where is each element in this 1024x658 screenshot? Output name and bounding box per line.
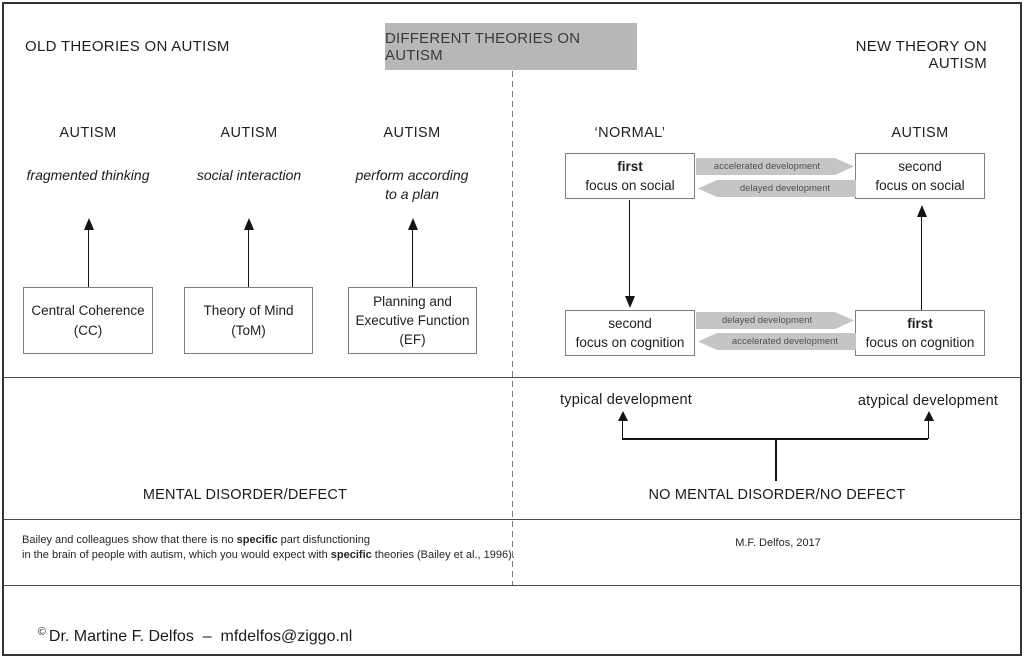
box-first-focus-cognition-line2: focus on cognition	[865, 335, 975, 350]
mental-disorder-label: MENTAL DISORDER/DEFECT	[142, 487, 348, 503]
old-col3-descriptor-line1: perform according	[355, 167, 469, 183]
box-second-focus-social-line2: focus on social	[875, 178, 965, 193]
copyright-symbol: ©	[37, 626, 46, 638]
different-theories-heading: DIFFERENT THEORIES ON AUTISM	[385, 29, 581, 64]
box-theory-of-mind: Theory of Mind (ToM)	[184, 287, 313, 354]
arrow-accelerated-development-cognition: accelerated development	[698, 333, 856, 350]
box-first-focus-cognition-line1: first	[907, 315, 933, 331]
box-first-focus-social-line1: first	[617, 158, 643, 174]
section-divider-1	[3, 377, 1021, 378]
box-second-focus-cognition: second focus on cognition	[565, 310, 695, 356]
box-second-focus-cognition-line1: second	[608, 315, 652, 331]
old-col2-descriptor: social interaction	[196, 167, 302, 183]
arrow-up-theory-of-mind	[242, 218, 255, 287]
box-executive-function-line1: Planning and	[373, 294, 452, 309]
box-first-focus-social: first focus on social	[565, 153, 695, 199]
old-col3-autism-heading: AUTISM	[383, 125, 441, 141]
box-second-focus-social-line1: second	[898, 158, 942, 174]
arrow-delayed-development-social: delayed development	[698, 180, 856, 197]
arrow-up-atypical	[922, 411, 935, 439]
copyright-text: Dr. Martine F. Delfos – mfdelfos@ziggo.n…	[48, 628, 353, 645]
section-divider-2	[3, 519, 1021, 520]
box-theory-of-mind-line1: Theory of Mind	[203, 302, 294, 318]
old-col1-descriptor: fragmented thinking	[26, 167, 150, 183]
bailey-footnote-line1: Bailey and colleagues show that there is…	[22, 534, 370, 546]
different-theories-header-box: DIFFERENT THEORIES ON AUTISM	[385, 23, 637, 70]
box-executive-function: Planning and Executive Function (EF)	[348, 287, 477, 354]
bracket-stem	[775, 439, 777, 481]
new-autism-heading: AUTISM	[891, 125, 949, 141]
no-mental-disorder-label: NO MENTAL DISORDER/NO DEFECT	[648, 487, 906, 503]
arrow-up-autism-sequence	[915, 205, 928, 310]
old-col1-autism-heading: AUTISM	[59, 125, 117, 141]
box-central-coherence: Central Coherence (CC)	[23, 287, 153, 354]
old-col2-autism-heading: AUTISM	[220, 125, 278, 141]
box-central-coherence-line2: (CC)	[73, 322, 103, 338]
copyright-line: ©Dr. Martine F. Delfos – mfdelfos@ziggo.…	[20, 610, 353, 658]
new-theory-heading: NEW THEORY ON AUTISM	[855, 38, 987, 72]
arrow-down-normal-sequence	[623, 200, 636, 308]
center-dashed-divider	[512, 71, 513, 585]
box-first-focus-social-line2: focus on social	[585, 178, 675, 193]
box-first-focus-cognition: first focus on cognition	[855, 310, 985, 356]
old-col3-descriptor: perform according to a plan	[327, 166, 497, 204]
box-second-focus-cognition-line2: focus on cognition	[575, 335, 685, 350]
arrow-accelerated-development-social: accelerated development	[696, 158, 854, 175]
section-divider-3	[3, 585, 1021, 586]
typical-development-label: typical development	[560, 392, 692, 408]
arrow-delayed-development-cognition: delayed development	[696, 312, 854, 329]
normal-heading: ‘NORMAL’	[594, 125, 666, 141]
attribution: M.F. Delfos, 2017	[735, 537, 821, 549]
atypical-development-label: atypical development	[857, 393, 999, 409]
box-central-coherence-line1: Central Coherence	[31, 302, 145, 318]
arrow-up-central-coherence	[82, 218, 95, 287]
arrow-up-typical	[616, 411, 629, 439]
box-second-focus-social: second focus on social	[855, 153, 985, 199]
box-executive-function-line3: (EF)	[399, 332, 426, 347]
box-theory-of-mind-line2: (ToM)	[231, 322, 266, 338]
box-executive-function-line2: Executive Function	[355, 313, 470, 328]
bailey-footnote-line2: in the brain of people with autism, whic…	[22, 548, 515, 561]
arrow-up-executive-function	[406, 218, 419, 287]
bailey-footnote: Bailey and colleagues show that there is…	[22, 533, 515, 562]
old-col3-descriptor-line2: to a plan	[385, 186, 439, 202]
old-theories-heading: OLD THEORIES ON AUTISM	[25, 38, 230, 55]
